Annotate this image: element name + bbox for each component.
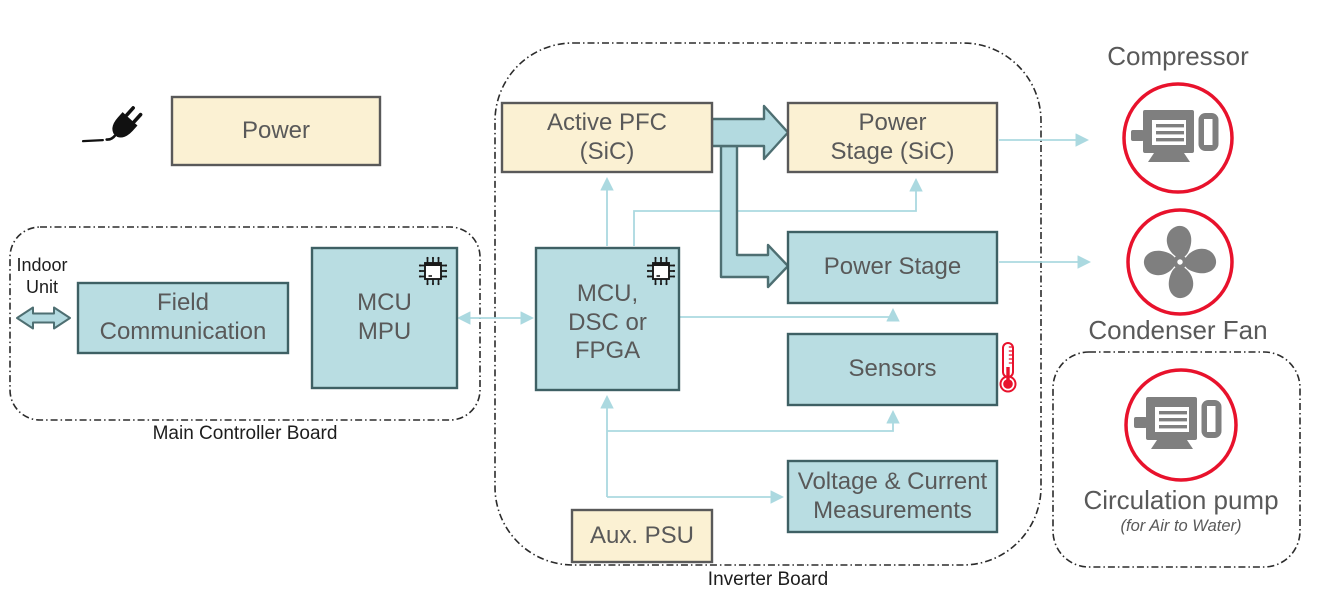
field-communication-label: Field Communication [99, 289, 267, 345]
circulation-pump-label: Circulation pump [1083, 485, 1279, 516]
condenser-fan-circle [1126, 208, 1234, 316]
aux-psu-label: Aux. PSU [589, 521, 695, 549]
power-stage-box [786, 230, 999, 305]
power-plug-icon [81, 106, 143, 143]
field-communication-box [76, 281, 290, 355]
power-label: Power [241, 116, 311, 144]
indoor-unit-double-arrow [16, 306, 71, 330]
sensors-box [786, 332, 999, 407]
compressor-motor-icon [1131, 110, 1219, 162]
thermometer-icon [999, 342, 1017, 393]
block-arrow-pfc-to-power-stage-sic [710, 104, 790, 161]
circulation-pump-note: (for Air to Water) [1120, 517, 1242, 536]
active-pfc-label: Active PFC (SiC) [546, 108, 668, 165]
compressor-circle [1122, 82, 1234, 194]
circulation-pump-motor-icon [1134, 397, 1222, 449]
block-arrow-pfc-to-power-stage [719, 144, 790, 289]
inverter-board-container [494, 42, 1042, 566]
indoor-unit-label: Indoor Unit [16, 254, 68, 298]
circulation-pump-container [1052, 351, 1301, 568]
connector-to-sensors [607, 409, 900, 432]
active-pfc-box [500, 101, 714, 174]
node-boxes [76, 95, 999, 564]
condenser-fan-icon [1143, 225, 1217, 299]
mcu-chip-icon [646, 256, 676, 286]
connectors [456, 133, 1092, 504]
mcu-dsc-fpga-label: MCU, DSC or FPGA [568, 279, 647, 365]
power-box [170, 95, 382, 167]
power-stage-sic-label: Power Stage (SiC) [830, 108, 955, 165]
voltage-current-label: Voltage & Current Measurements [797, 467, 988, 524]
connector-mcu-to-power-stage [679, 307, 900, 322]
sensors-label: Sensors [848, 355, 937, 383]
connector-mcu-to-power-stage-sic [633, 177, 923, 246]
inverter-board-label: Inverter Board [707, 568, 829, 590]
condenser-fan-label: Condenser Fan [1088, 315, 1268, 346]
compressor-label: Compressor [1107, 41, 1249, 72]
circulation-pump-circle [1124, 368, 1238, 482]
main-controller-board-label: Main Controller Board [152, 422, 338, 444]
mcu-mpu-label: MCU MPU [357, 289, 412, 345]
power-stage-sic-box [786, 101, 999, 174]
power-stage-label: Power Stage [823, 253, 962, 281]
voltage-current-box [786, 459, 999, 534]
aux-psu-box [570, 508, 714, 564]
mcu-chip-icon [418, 256, 448, 286]
